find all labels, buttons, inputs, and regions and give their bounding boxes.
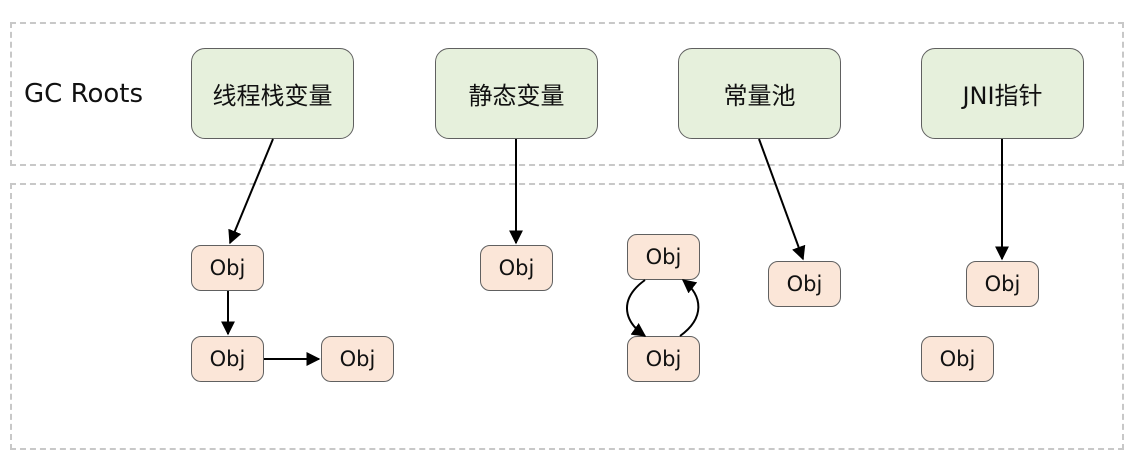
gc-roots-region [10,22,1124,166]
gc-roots-label: GC Roots [24,79,144,109]
root-constant-pool: 常量池 [678,48,841,139]
obj-node-constant: Obj [768,261,841,307]
obj-node-stack-2: Obj [191,336,264,382]
obj-node-stack-1: Obj [191,245,264,291]
obj-node-jni: Obj [966,261,1039,307]
heap-region [10,183,1124,450]
root-thread-stack-variables: 线程栈变量 [191,48,354,139]
obj-node-static: Obj [480,245,553,291]
root-jni-pointers: JNI指针 [921,48,1084,139]
obj-node-cycle-top: Obj [627,234,700,280]
obj-node-orphan: Obj [921,336,994,382]
obj-node-stack-3: Obj [321,336,394,382]
root-static-variables: 静态变量 [435,48,598,139]
obj-node-cycle-bottom: Obj [627,336,700,382]
